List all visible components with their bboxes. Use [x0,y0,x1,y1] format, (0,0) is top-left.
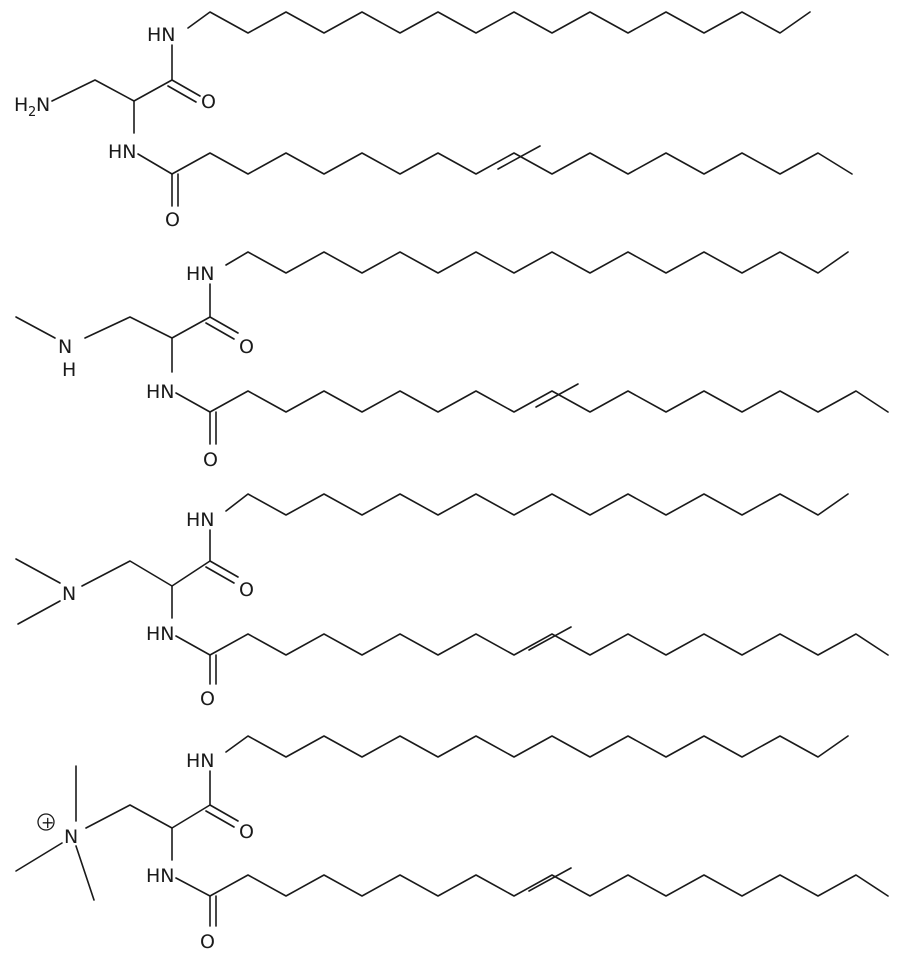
bond-carbonyl1-b [206,567,234,583]
carbonyl2-o: O [203,449,218,471]
carbonyl2-o: O [200,931,215,953]
oleyl-double-bond [529,627,571,650]
amide2-nh: HN [146,623,175,645]
oleyl-chain [172,153,852,174]
methyl-bond-lower-left [16,843,62,871]
amine-n: N [62,583,76,605]
molecule-primary-amine: H 2 N HN O HN O [14,12,852,231]
carbonyl1-o: O [239,579,254,601]
saturated-chain [226,494,848,515]
molecule-dimethylamine: N HN O HN O [16,494,888,710]
amide1-nh: HN [186,750,215,772]
oleyl-double-bond [529,868,571,891]
positive-charge: + [41,813,54,832]
amide1-nh: HN [186,509,215,531]
bond-carbonyl1-b [206,323,234,339]
bond-carbonyl1-a [172,80,200,96]
bond-carbonyl1-a [210,317,238,333]
head-backbone [86,805,210,828]
amide2-nh: HN [108,141,137,163]
h2n-h: H [14,94,28,116]
amide2-nh: HN [146,381,175,403]
methyl-bond-lower [18,601,60,624]
amide1-nh: HN [186,263,215,285]
amine-n: N [58,336,72,358]
amide1-nh: HN [147,24,176,46]
carbonyl1-o: O [239,821,254,843]
bond-amide2-c [176,636,210,655]
bond-carbonyl1-b [168,86,196,102]
carbonyl2-o: O [200,688,215,710]
bond-carbonyl1-b [206,811,234,827]
carbonyl1-o: O [239,336,254,358]
bond-carbonyl1-a [210,561,238,577]
head-backbone [82,561,210,586]
molecule-methylamine: N H HN O HN O [16,252,888,471]
saturated-chain [188,12,810,33]
oleyl-chain [210,634,888,655]
molecule-trimethylammonium: + N HN O HN O [16,736,888,953]
bond-amide2-c [176,878,210,896]
methyl-bond-lower [76,846,94,900]
bond-amide2-c [176,393,210,412]
methyl-bond-upper [16,559,60,583]
bond-carbonyl1-a [210,805,238,821]
saturated-chain [226,252,848,273]
h2n-n: N [36,94,50,116]
carbonyl2-o: O [165,209,180,231]
head-backbone [52,80,172,101]
amine-h: H [62,359,76,381]
saturated-chain [226,736,848,757]
ammonium-n: N [64,826,78,848]
amide2-nh: HN [146,865,175,887]
carbonyl1-o: O [201,91,216,113]
bond-amide2-c [138,154,172,174]
methyl-bond [16,317,55,338]
oleyl-chain [210,391,888,412]
head-backbone [85,317,210,338]
oleyl-chain [210,875,888,896]
